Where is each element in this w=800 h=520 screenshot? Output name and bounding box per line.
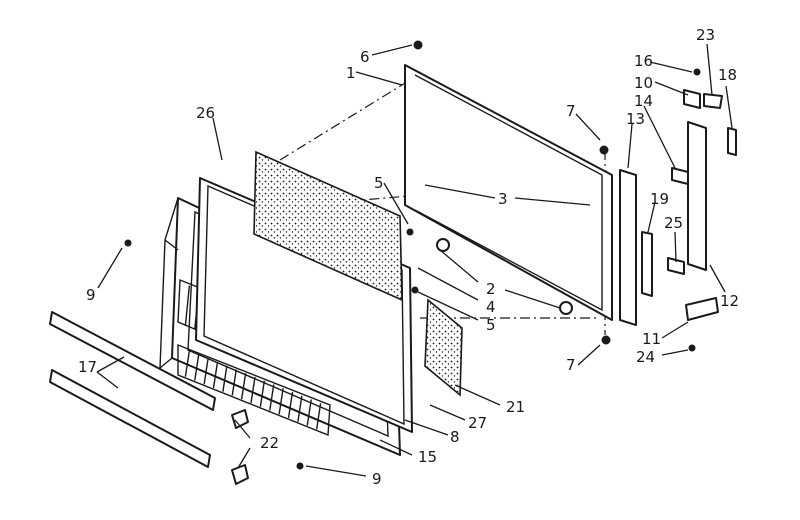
callout-8: 8 bbox=[450, 428, 460, 446]
callout-19: 19 bbox=[650, 190, 669, 208]
shelf-rib bbox=[278, 388, 284, 415]
callout-5a: 5 bbox=[374, 174, 384, 192]
callout-21: 21 bbox=[506, 398, 525, 416]
hinge-assembly bbox=[667, 89, 737, 321]
callout-2: 2 bbox=[486, 280, 496, 298]
callout-16: 16 bbox=[634, 52, 653, 70]
shelf-rib bbox=[222, 365, 228, 392]
shelf-rib bbox=[250, 376, 256, 404]
shelf-rib bbox=[184, 350, 191, 377]
shelf-rib bbox=[194, 354, 200, 381]
callout-25: 25 bbox=[664, 214, 683, 232]
end-caps bbox=[231, 409, 249, 485]
trim-strip bbox=[619, 169, 637, 326]
insulation-panel bbox=[253, 150, 403, 302]
callout-1: 1 bbox=[346, 64, 356, 82]
callout-labels: 1 2 3 4 5 5 6 7 7 8 9 9 10 11 12 13 14 1… bbox=[78, 26, 739, 488]
shelf-rib bbox=[231, 369, 237, 396]
callout-4: 4 bbox=[486, 298, 496, 316]
callout-7b: 7 bbox=[566, 356, 576, 374]
callout-17: 17 bbox=[78, 358, 97, 376]
shelf-rib bbox=[269, 384, 275, 411]
callout-5b: 5 bbox=[486, 316, 496, 334]
shelf-rib bbox=[240, 373, 247, 400]
shelf-rib bbox=[306, 399, 312, 426]
shelf-rib bbox=[287, 391, 294, 419]
callout-9a: 9 bbox=[86, 286, 96, 304]
callout-18: 18 bbox=[718, 66, 737, 84]
callout-6: 6 bbox=[360, 48, 370, 66]
outer-door-panel bbox=[404, 64, 613, 321]
callout-13: 13 bbox=[626, 110, 645, 128]
callout-10: 10 bbox=[634, 74, 653, 92]
shelf-rib bbox=[203, 358, 209, 385]
shelf-rib bbox=[297, 395, 303, 422]
leader-lines bbox=[96, 43, 733, 477]
shelf-rib bbox=[212, 361, 219, 389]
shelf-rib bbox=[259, 380, 266, 407]
side-insulation bbox=[424, 298, 463, 397]
callout-3: 3 bbox=[498, 190, 508, 208]
shim-strip bbox=[641, 231, 653, 297]
shelf-rib bbox=[315, 403, 322, 430]
shelf-rib bbox=[184, 285, 191, 326]
callout-24: 24 bbox=[636, 348, 655, 366]
callout-26: 26 bbox=[196, 104, 215, 122]
callout-22: 22 bbox=[260, 434, 279, 452]
callout-14: 14 bbox=[634, 92, 653, 110]
callout-23: 23 bbox=[696, 26, 715, 44]
callout-15: 15 bbox=[418, 448, 437, 466]
callout-27: 27 bbox=[468, 414, 487, 432]
callout-7a: 7 bbox=[566, 102, 576, 120]
callout-11: 11 bbox=[642, 330, 661, 348]
callout-12: 12 bbox=[720, 292, 739, 310]
handle-strips bbox=[49, 311, 216, 468]
callout-9b: 9 bbox=[372, 470, 382, 488]
hardware bbox=[124, 40, 701, 470]
